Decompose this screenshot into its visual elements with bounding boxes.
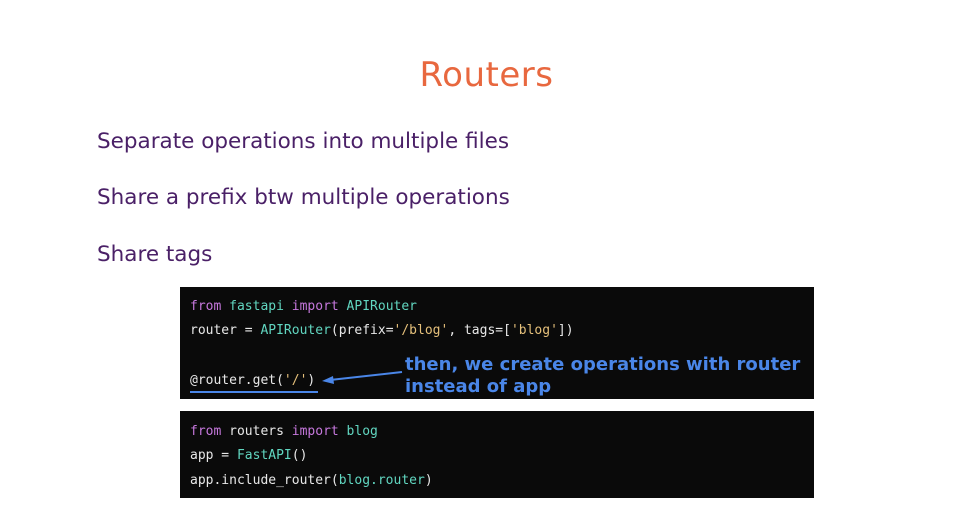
code-block-app: from routers import blog app = FastAPI()… <box>180 411 814 498</box>
annotation-note: then, we create operations with router i… <box>405 354 800 398</box>
bullet-item-separate-files: Separate operations into multiple files <box>97 129 510 154</box>
decorator-underline <box>190 391 318 393</box>
code-line-router-get: @router.get('/') <box>190 373 316 388</box>
bullet-item-share-tags: Share tags <box>97 242 213 267</box>
code-line-import-blog: from routers import blog <box>190 424 378 439</box>
annotation-line-1: then, we create operations with router <box>405 354 801 375</box>
code-line-router-def: router = APIRouter(prefix='/blog', tags=… <box>190 323 574 338</box>
slide-title: Routers <box>419 55 554 95</box>
code-line-import-apirouter: from fastapi import APIRouter <box>190 299 418 314</box>
annotation-line-2: instead of app <box>405 376 552 397</box>
bullet-item-share-prefix: Share a prefix btw multiple operations <box>97 185 510 210</box>
code-line-app-def: app = FastAPI() <box>190 448 308 463</box>
code-line-include-router: app.include_router(blog.router) <box>190 473 433 488</box>
code-block-router: from fastapi import APIRouter router = A… <box>180 287 814 399</box>
